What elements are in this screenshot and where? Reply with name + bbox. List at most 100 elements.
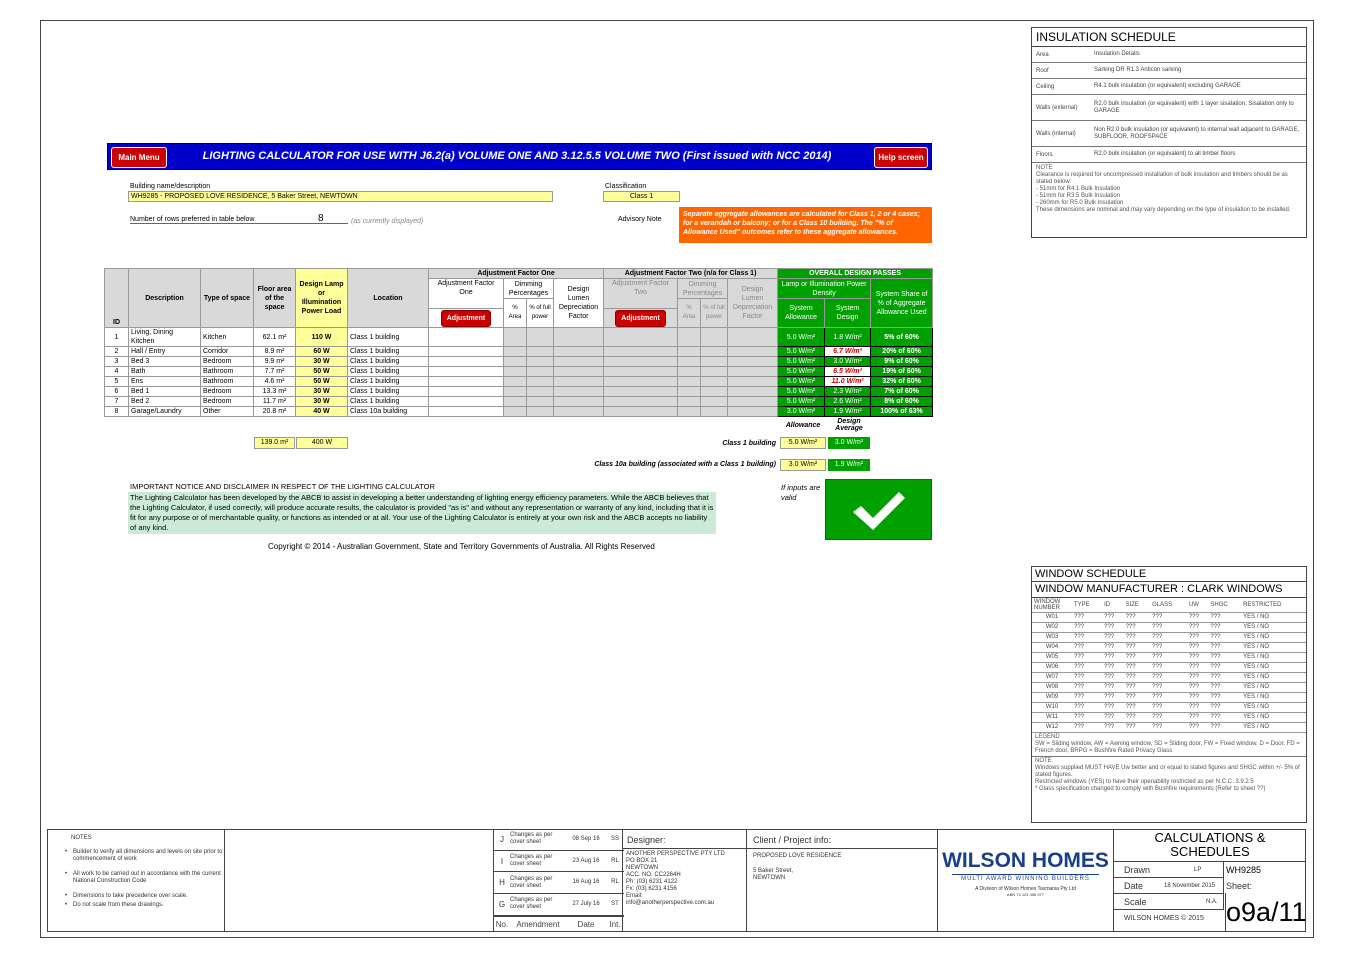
row-load[interactable]: 110 W xyxy=(295,327,348,347)
disclaimer-title: IMPORTANT NOTICE AND DISCLAIMER IN RESPE… xyxy=(128,481,716,492)
note-item: •Builder to verify all dimensions and le… xyxy=(65,849,225,863)
row-type[interactable]: Other xyxy=(200,406,254,417)
row-type[interactable]: Bathroom xyxy=(200,366,254,377)
window-cell: ??? xyxy=(1186,712,1209,723)
hd-type: Type of space xyxy=(200,268,254,328)
insulation-note: NOTE Clearance is required for uncompres… xyxy=(1036,165,1291,213)
disclaimer: IMPORTANT NOTICE AND DISCLAIMER IN RESPE… xyxy=(128,481,716,535)
window-row: W03??????????????????YES / NO xyxy=(1032,632,1306,643)
insulation-area: Ceiling xyxy=(1036,83,1055,90)
row-lumen2 xyxy=(727,327,779,347)
classification-select[interactable]: Class 1 xyxy=(603,191,680,202)
row-area[interactable]: 13.3 m² xyxy=(253,386,296,397)
row-share: 8% of 60% xyxy=(870,396,934,407)
window-row: W05??????????????????YES / NO xyxy=(1032,652,1306,663)
row-pct-area2 xyxy=(677,376,702,387)
row-load[interactable]: 40 W xyxy=(295,406,348,417)
row-area[interactable]: 20.8 m² xyxy=(253,406,296,417)
window-row: W02??????????????????YES / NO xyxy=(1032,622,1306,633)
row-location[interactable]: Class 1 building xyxy=(347,327,429,347)
designer-info: ANOTHER PERSPECTIVE PTY LTD PO BOX 21 NE… xyxy=(626,851,725,906)
hd-area: Floor area of the space xyxy=(253,268,296,328)
hd-dimming: Dimming Percentages xyxy=(503,278,554,299)
row-location[interactable]: Class 1 building xyxy=(347,396,429,407)
row-description[interactable]: Bath xyxy=(128,366,201,377)
rows-input[interactable]: 8 xyxy=(318,213,324,224)
window-cell: ??? xyxy=(1123,612,1151,623)
client-name: PROPOSED LOVE RESIDENCE xyxy=(753,853,842,859)
row-type[interactable]: Corridor xyxy=(200,346,254,357)
row-description[interactable]: Ens xyxy=(128,376,201,387)
row-load[interactable]: 50 W xyxy=(295,376,348,387)
row-area[interactable]: 7.7 m² xyxy=(253,366,296,377)
row-pct-area2 xyxy=(677,396,702,407)
rows-note: (as currently displayed) xyxy=(351,218,424,225)
sheet-number: o9a/11 xyxy=(1225,893,1307,932)
row-load[interactable]: 50 W xyxy=(295,366,348,377)
brand-abn: ABN 74 124 456 977 xyxy=(1006,892,1045,897)
insulation-detail: Sarking DR R1.3 Anticon sarking xyxy=(1094,67,1182,73)
hd-density: Lamp or Illumination Power Density xyxy=(777,278,872,299)
row-load[interactable]: 30 W xyxy=(295,386,348,397)
row-location[interactable]: Class 1 building xyxy=(347,366,429,377)
note-text: Builder to verify all dimensions and lev… xyxy=(73,849,223,862)
insulation-detail: R4.1 bulk insulation (or equivalent) exc… xyxy=(1094,83,1241,89)
row-adj2 xyxy=(603,366,679,377)
window-cell: YES / NO xyxy=(1241,642,1306,653)
rev-hd-no: No. xyxy=(495,920,509,929)
row-type[interactable]: Bedroom xyxy=(200,396,254,407)
help-screen-button[interactable]: Help screen xyxy=(874,147,928,168)
rows-label: Number of rows preferred in table below … xyxy=(130,213,348,224)
row-design: 2.3 W/m² xyxy=(824,386,872,397)
row-area[interactable]: 11.7 m² xyxy=(253,396,296,407)
adjustment-two-button[interactable]: Adjustment xyxy=(615,309,666,327)
adjustment-one-button[interactable]: Adjustment xyxy=(440,309,492,327)
row-pct-area xyxy=(503,366,527,377)
row-type[interactable]: Bedroom xyxy=(200,356,254,367)
row-location[interactable]: Class 1 building xyxy=(347,386,429,397)
row-pct-area xyxy=(503,346,527,357)
row-type[interactable]: Bedroom xyxy=(200,386,254,397)
main-menu-button[interactable]: Main Menu xyxy=(111,147,167,168)
row-description[interactable]: Bed 3 xyxy=(128,356,201,367)
row-location[interactable]: Class 1 building xyxy=(347,356,429,367)
row-location[interactable]: Class 10a building xyxy=(347,406,429,417)
row-load[interactable]: 30 W xyxy=(295,396,348,407)
row-pct-power2 xyxy=(700,356,729,367)
row-area[interactable]: 4.6 m² xyxy=(253,376,296,387)
row-allowance: 5.0 W/m² xyxy=(777,376,826,387)
row-load[interactable]: 30 W xyxy=(295,356,348,367)
row-area[interactable]: 8.9 m² xyxy=(253,346,296,357)
row-type[interactable]: Bathroom xyxy=(200,376,254,387)
row-area[interactable]: 9.9 m² xyxy=(253,356,296,367)
building-input[interactable]: WH9285 - PROPOSED LOVE RESIDENCE, 5 Bake… xyxy=(128,191,553,202)
row-type[interactable]: Kitchen xyxy=(200,327,254,347)
row-description[interactable]: Bed 1 xyxy=(128,386,201,397)
row-description[interactable]: Hall / Entry xyxy=(128,346,201,357)
window-cell: ??? xyxy=(1186,692,1209,703)
insulation-detail: Insulation Details xyxy=(1094,51,1140,57)
row-description[interactable]: Bed 2 xyxy=(128,396,201,407)
row-description[interactable]: Garage/Laundry xyxy=(128,406,201,417)
row-description[interactable]: Living, Dining Kitchen xyxy=(128,327,201,347)
row-lumen2 xyxy=(727,346,779,357)
row-pct-power xyxy=(526,327,554,347)
row-load[interactable]: 60 W xyxy=(295,346,348,357)
insulation-detail: R2.0 bulk insulation (or equivalent) wit… xyxy=(1094,100,1294,114)
row-design: 2.6 W/m² xyxy=(824,396,872,407)
window-cell: ??? xyxy=(1072,722,1103,733)
design-average-heading: Design Average xyxy=(835,418,863,432)
row-allowance: 3.0 W/m² xyxy=(777,406,826,417)
window-cell: ??? xyxy=(1072,692,1103,703)
rev-init: RL xyxy=(611,857,619,864)
note-item: •Dimensions to take precedence over scal… xyxy=(65,893,225,900)
row-location[interactable]: Class 1 building xyxy=(347,376,429,387)
bullet-icon: • xyxy=(65,902,68,908)
row-area[interactable]: 62.1 m² xyxy=(253,327,296,347)
row-lumen xyxy=(552,406,605,417)
row-design: 1.8 W/m² xyxy=(824,327,872,347)
row-location[interactable]: Class 1 building xyxy=(347,346,429,357)
